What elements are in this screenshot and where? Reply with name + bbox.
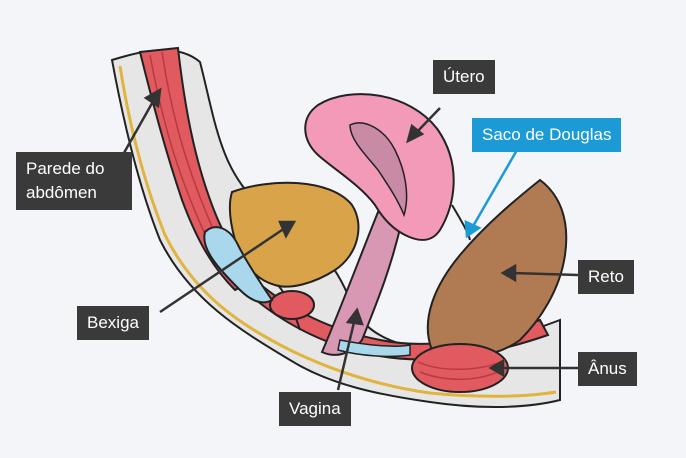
arrow-abdomen-head <box>143 87 162 109</box>
arrow-douglas-head <box>464 219 482 239</box>
label-anus: Ânus <box>578 352 637 386</box>
arrow-vagina-head <box>345 307 364 326</box>
perineal-connector <box>337 339 411 358</box>
label-abdomen: Parede do abdômen <box>16 152 132 210</box>
label-vagina: Vagina <box>279 392 351 426</box>
arrow-douglas <box>470 149 519 229</box>
uterus-cavity <box>349 122 408 218</box>
label-douglas: Saco de Douglas <box>472 118 622 152</box>
arrow-anus-head <box>488 358 505 378</box>
urethral-sphincter <box>269 290 315 320</box>
skin-line <box>118 65 557 398</box>
arrow-bladder-head <box>278 220 297 239</box>
label-abdomen-line2: abdômen <box>26 183 97 202</box>
sphincter-stripe <box>419 369 503 380</box>
label-abdomen-line1: Parede do <box>26 159 105 178</box>
label-bladder: Bexiga <box>77 306 149 340</box>
vagina-shape <box>320 210 404 356</box>
arrow-bladder <box>159 226 286 314</box>
label-rectum: Reto <box>578 260 634 294</box>
arrow-rectum-head <box>500 263 517 283</box>
label-uterus: Útero <box>433 60 495 94</box>
arrow-uterus-head <box>406 123 425 144</box>
arrow-vagina <box>336 317 357 391</box>
arrow-rectum <box>511 271 579 277</box>
douglas-pouch <box>451 204 471 241</box>
arrow-abdomen <box>118 97 157 161</box>
muscle-stripe <box>149 54 216 256</box>
